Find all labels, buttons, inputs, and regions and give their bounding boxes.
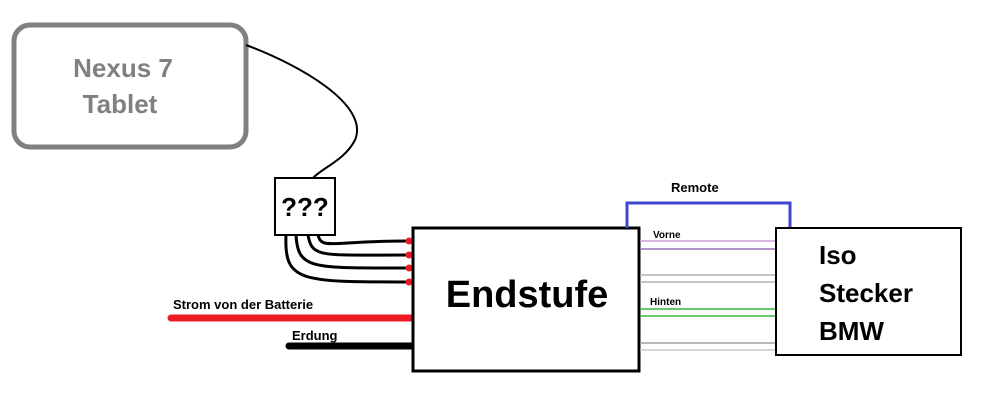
adapter-label: ??? [281,192,329,222]
front-label: Vorne [653,230,681,241]
input-connector-dot [405,278,413,286]
tablet-label-line2: Tablet [83,89,158,119]
iso-label-line3: BMW [819,316,884,346]
input-connector-dot [405,237,413,245]
adapter-output-wire [316,234,409,246]
adapter-box [274,177,336,236]
input-connector-dot [405,251,413,259]
tablet-label-line1: Nexus 7 [73,53,173,83]
input-connector-dot [405,264,413,272]
battery-label: Strom von der Batterie [173,297,313,312]
iso-connector-box [775,227,962,356]
amplifier-label: Endstufe [446,274,609,316]
amplifier-box [411,226,641,373]
adapter-output-wire [306,234,409,257]
adapter-output-wire [284,234,409,284]
remote-label: Remote [671,180,719,195]
rear-label: Hinten [650,297,681,308]
ground-label: Erdung [292,328,338,343]
iso-label-line2: Stecker [819,278,913,308]
tablet-box [11,22,249,150]
remote-wire [625,201,792,228]
adapter-output-wire [294,234,409,270]
iso-label-line1: Iso [819,240,857,270]
tablet-cable [245,44,358,179]
